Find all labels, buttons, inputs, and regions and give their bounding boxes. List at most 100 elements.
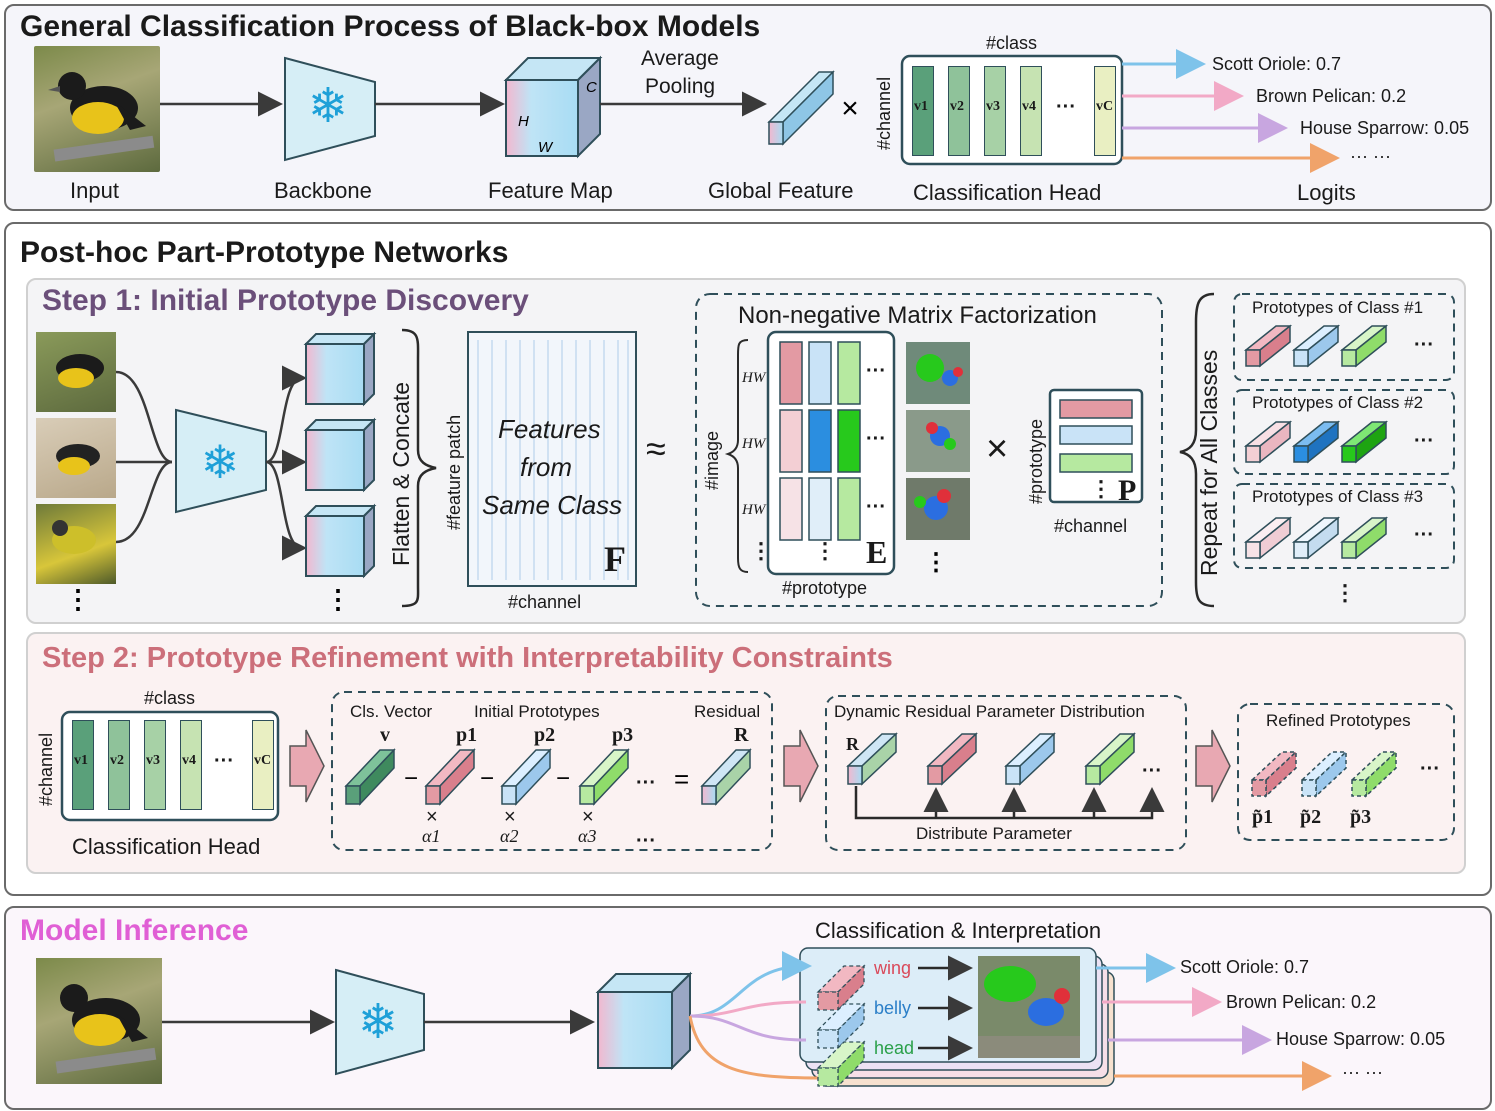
dynamic-residual-box (825, 695, 1187, 851)
logit-more: ··· ··· (1350, 146, 1391, 166)
E-vdots-1: ⋮ (750, 538, 772, 563)
step2-title: Step 2: Prototype Refinement with Interp… (42, 642, 893, 674)
channel-label-F: #channel (508, 592, 582, 612)
inference-backbone (335, 968, 425, 1076)
feature-cube-2 (303, 417, 377, 493)
class-axis-label: #class (986, 33, 1038, 53)
feature-matrix-F (467, 331, 637, 587)
inference-logit-1: Scott Oriole: 0.7 (1180, 957, 1310, 977)
alpha-3: α3 (578, 826, 597, 846)
flow-arrow-icon (1195, 729, 1231, 803)
E-columns (779, 341, 861, 541)
symbol-p1: p1 (456, 724, 478, 746)
head-vector: v1 (912, 66, 934, 156)
symbol-p2: p2 (534, 724, 556, 746)
class-vdots: ⋮ (1334, 580, 1356, 605)
E-vdots-2: ⋮ (814, 538, 836, 563)
bar-dyn-p3 (1084, 732, 1136, 786)
bird-silhouette (52, 520, 96, 554)
part-belly: belly (874, 998, 912, 1018)
class3-box (1233, 483, 1455, 569)
class1-dots: ··· (1414, 334, 1434, 356)
features-text-2: from (520, 452, 572, 482)
backbone-label: Backbone (274, 178, 372, 203)
P-vdots: ⋮ (1090, 476, 1112, 501)
nmf-box (695, 293, 1163, 607)
inference-logit-2: Brown Pelican: 0.2 (1226, 992, 1377, 1012)
inference-bird-image (36, 958, 162, 1084)
global-feature-label: Global Feature (708, 178, 854, 203)
step2-head-vectors: v1 v2 v3 v4 ··· vC (72, 720, 278, 812)
class1-box (1233, 293, 1455, 381)
bar-p1 (424, 748, 476, 806)
refined-p3: p̃3 (1350, 806, 1372, 828)
refined-title: Refined Prototypes (1266, 711, 1411, 730)
head-ellipsis: ··· (1056, 96, 1076, 118)
snowflake-icon: ❄ (358, 996, 398, 1049)
head-vector: v4 (1020, 66, 1042, 156)
pooling-line1: Average (641, 47, 719, 70)
svg-text:−: − (556, 765, 570, 792)
logit-1: Scott Oriole: 0.7 (1212, 54, 1342, 74)
flow-arrow-icon (783, 729, 819, 803)
alpha-2: α2 (500, 826, 519, 846)
feature-map-cube: H W C (503, 55, 603, 159)
head-vector: v1 (72, 720, 94, 810)
svg-text:−: − (404, 765, 418, 792)
logit-2: Brown Pelican: 0.2 (1256, 86, 1407, 106)
symbol-p3: p3 (612, 724, 634, 746)
channel-label-P: #channel (1054, 516, 1128, 536)
E-dots-1: ··· (866, 360, 886, 382)
E-label: E (866, 534, 888, 570)
cls-vector-label: Cls. Vector (350, 702, 433, 721)
vdots-icon: ⋮ (924, 549, 948, 576)
belly-bar (816, 1002, 866, 1050)
times-symbol: × (986, 428, 1009, 470)
step2-class-axis: #class (144, 688, 196, 708)
head-vector: vC (252, 720, 274, 810)
bird-silhouette (56, 444, 100, 475)
panel2-title: Post-hoc Part-Prototype Networks (20, 236, 509, 269)
features-text-1: Features (498, 414, 601, 444)
P-label: P (1118, 474, 1137, 507)
inference-logit-more: ··· ··· (1342, 1062, 1383, 1082)
initial-prototypes-label: Initial Prototypes (474, 702, 600, 721)
dynamic-title: Dynamic Residual Parameter Distribution (834, 702, 1145, 721)
residual-label: Residual (694, 702, 761, 721)
approx-symbol: ≈ (646, 428, 666, 469)
dyn-R-label: R (846, 734, 859, 754)
head-vector: v3 (144, 720, 166, 810)
inference-cube (595, 971, 693, 1071)
alpha-times-2: × (504, 806, 516, 828)
alpha-1: α1 (422, 826, 441, 846)
class1-title: Prototypes of Class #1 (1252, 298, 1424, 317)
refined-bar-2 (1300, 750, 1348, 798)
alpha-times-1: × (426, 806, 438, 828)
distribute-label: Distribute Parameter (916, 824, 1072, 843)
bar-v (344, 748, 396, 806)
step1-backbone (175, 408, 267, 514)
E-dots-3: ··· (866, 496, 886, 518)
feature-cube-3 (303, 503, 377, 579)
bar-dyn-p1 (926, 732, 978, 786)
vdots-icon: ⋮ (325, 584, 351, 614)
classification-head-label: Classification Head (913, 180, 1102, 205)
dyn-dots: ··· (1142, 760, 1162, 782)
step1-title: Step 1: Initial Prototype Discovery (42, 284, 529, 317)
head-bar (816, 1040, 866, 1088)
inference-logit-3: House Sparrow: 0.05 (1276, 1029, 1446, 1049)
nmf-title: Non-negative Matrix Factorization (738, 302, 1097, 329)
class2-dots: ··· (1414, 430, 1434, 452)
bar-p3 (578, 748, 630, 806)
hw-label-3: HW (742, 502, 766, 518)
refined-prototypes-box (1237, 703, 1455, 841)
panel1-title: General Classification Process of Black-… (20, 10, 761, 43)
panel3-title: Model Inference (20, 914, 249, 947)
cube-h-label: H (518, 113, 529, 130)
refined-bar-1 (1250, 750, 1298, 798)
global-feature-bar (767, 70, 835, 146)
step2-head-label: Classification Head (72, 834, 261, 859)
refined-dots: ··· (1420, 758, 1440, 780)
backbone-trapezoid (284, 56, 376, 162)
